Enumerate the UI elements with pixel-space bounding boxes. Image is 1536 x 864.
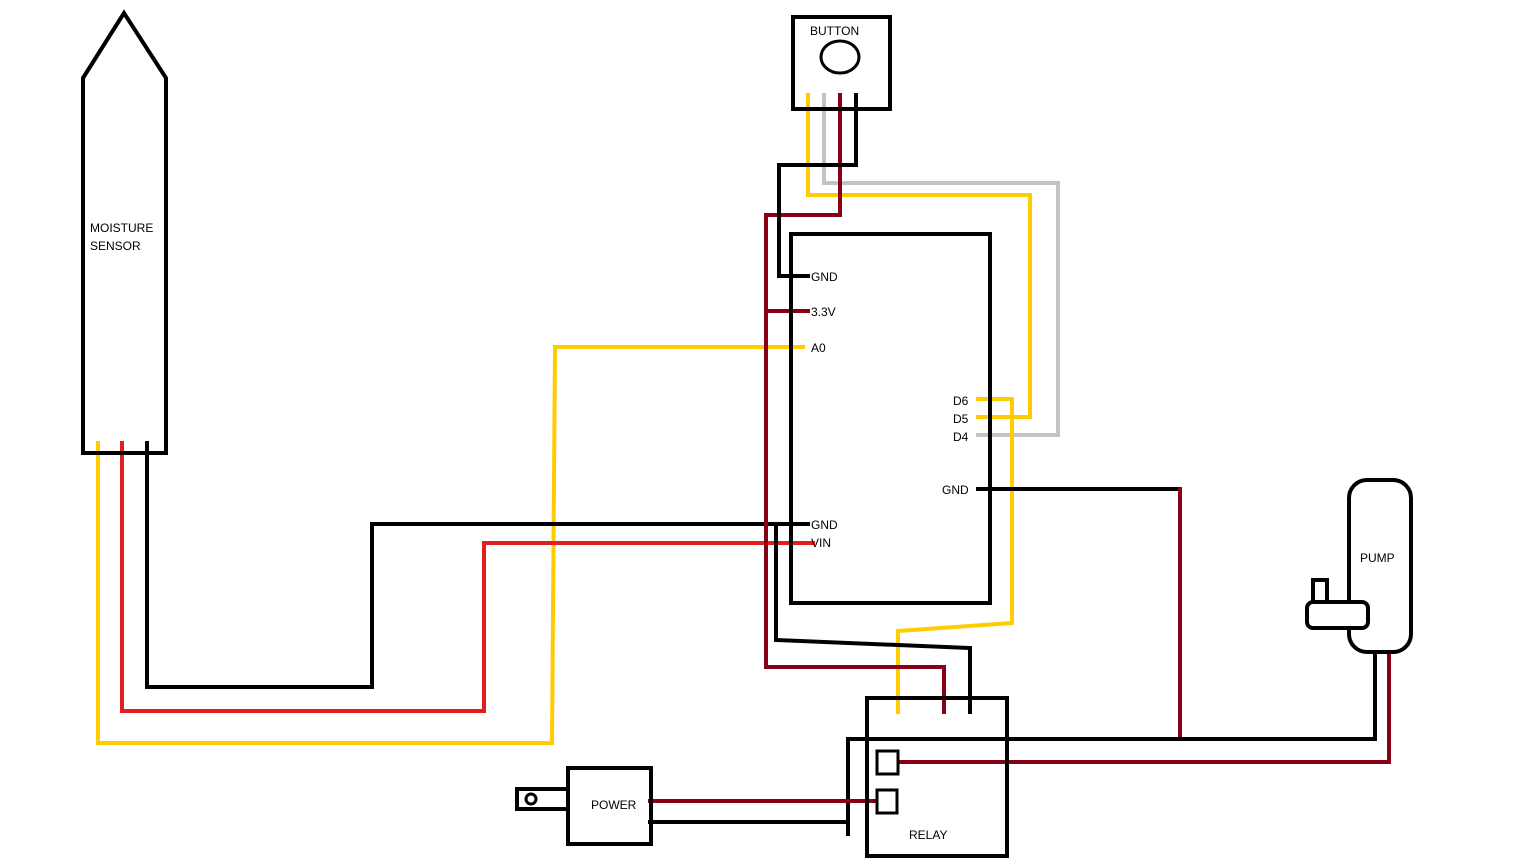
power-label: POWER bbox=[591, 798, 637, 812]
wire-button-3v3 bbox=[764, 93, 842, 313]
pin-d4: D4 bbox=[953, 430, 969, 444]
pump-body bbox=[1347, 478, 1413, 654]
pin-a0: A0 bbox=[811, 341, 826, 355]
button-module-body bbox=[791, 15, 892, 111]
moisture-sensor-label-line2: SENSOR bbox=[90, 239, 141, 253]
wire-pump-gnd bbox=[846, 650, 1377, 836]
wire-vin-relay bbox=[764, 309, 946, 714]
wire-power-return bbox=[648, 820, 850, 836]
relay-terminal-top bbox=[875, 749, 900, 776]
microcontroller-board: GND 3.3V A0 GND VIN D6 D5 D4 GND bbox=[789, 232, 992, 605]
pin-gnd-bottom: GND bbox=[811, 518, 838, 532]
wire-sensor-vcc-vin bbox=[120, 441, 815, 713]
moisture-sensor-body bbox=[81, 9, 168, 455]
wire-sensor-gnd bbox=[145, 441, 810, 689]
board-body bbox=[789, 232, 992, 605]
button-cap bbox=[819, 39, 861, 75]
relay-terminal-bottom bbox=[875, 788, 899, 815]
moisture-sensor-label-line1: MOISTURE bbox=[90, 221, 153, 235]
relay-body bbox=[865, 696, 1009, 858]
pump-label: PUMP bbox=[1360, 551, 1395, 565]
pin-vin: VIN bbox=[811, 536, 831, 550]
wire-button-gnd bbox=[777, 93, 858, 278]
power-plug: POWER bbox=[515, 766, 653, 846]
pump-outlet bbox=[1305, 600, 1370, 630]
pin-d5: D5 bbox=[953, 412, 969, 426]
relay-label: RELAY bbox=[909, 828, 947, 842]
wire-button-d4 bbox=[822, 93, 1060, 437]
relay-module: RELAY bbox=[865, 696, 1009, 858]
pump: PUMP bbox=[1305, 478, 1413, 654]
wire-gnd-relay bbox=[774, 522, 972, 714]
button-label: BUTTON bbox=[810, 24, 859, 38]
pin-gnd-top: GND bbox=[811, 270, 838, 284]
pin-d6: D6 bbox=[953, 394, 969, 408]
power-prong-hole bbox=[524, 792, 538, 806]
wire-relay-to-pump bbox=[885, 650, 1391, 764]
pin-gnd-right: GND bbox=[942, 483, 969, 497]
wire-d6-relay-signal bbox=[896, 397, 1014, 714]
wire-sensor-signal-a0 bbox=[96, 345, 805, 745]
moisture-sensor: MOISTURE SENSOR bbox=[81, 9, 168, 455]
button-module: BUTTON bbox=[791, 15, 892, 111]
pin-3v3: 3.3V bbox=[811, 305, 836, 319]
